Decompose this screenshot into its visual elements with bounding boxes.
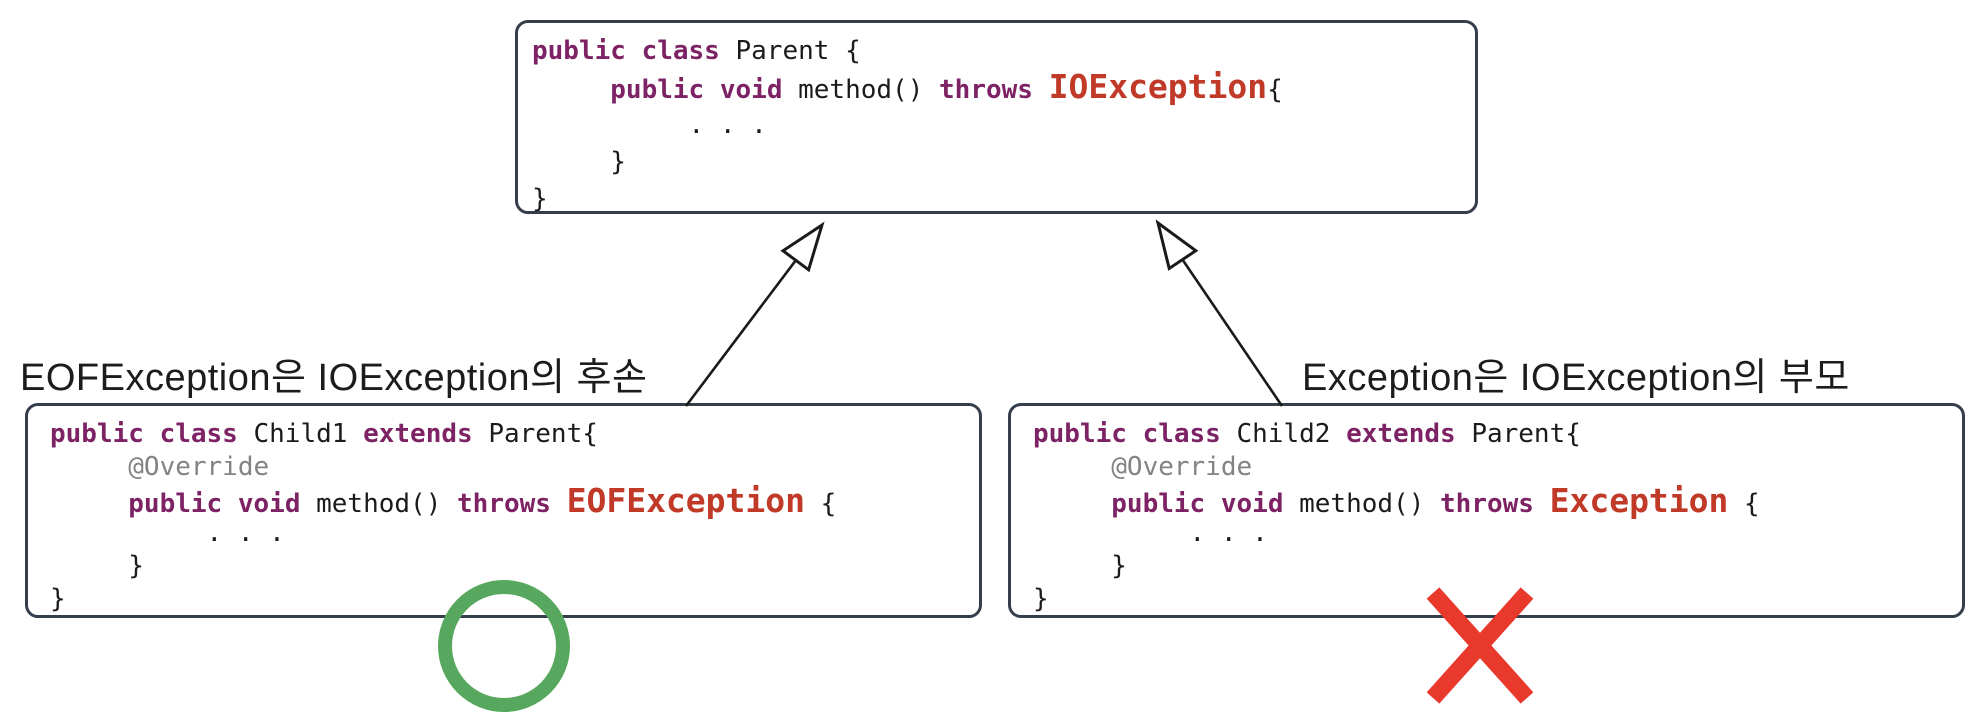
- left-annotation-label: EOFException은 IOException의 후손: [20, 357, 648, 399]
- parent-class-code-box: public class Parent { public void method…: [515, 20, 1478, 214]
- code-line: }: [50, 551, 144, 581]
- code-line: }: [532, 147, 626, 177]
- code-line: . . .: [532, 110, 767, 140]
- code-line: }: [532, 184, 548, 214]
- inheritance-arrow-child2: [1155, 219, 1284, 407]
- code-line: }: [50, 584, 66, 614]
- child1-class-code-box: public class Child1 extends Parent{ @Ove…: [25, 403, 982, 618]
- code-line: public class Parent {: [532, 36, 861, 66]
- code-line: public class Child1 extends Parent{: [50, 419, 598, 449]
- hollow-triangle-arrowhead: [780, 221, 825, 273]
- code-line: }: [1033, 584, 1049, 614]
- child2-class-code-box: public class Child2 extends Parent{ @Ove…: [1008, 403, 1965, 618]
- code-line: public void method() throws EOFException…: [128, 481, 837, 520]
- code-line: public void method() throws IOException{: [610, 67, 1283, 106]
- code-line: @Override: [50, 452, 270, 482]
- right-annotation-label: Exception은 IOException의 부모: [1302, 357, 1850, 399]
- code-line: }: [1033, 551, 1127, 581]
- code-line: @Override: [1033, 452, 1253, 482]
- inheritance-arrow-child1: [684, 221, 825, 407]
- hollow-triangle-arrowhead: [1155, 219, 1199, 271]
- code-line: . . .: [1033, 518, 1268, 548]
- code-line: public class Child2 extends Parent{: [1033, 419, 1581, 449]
- code-line: . . .: [50, 518, 285, 548]
- code-line: public void method() throws Exception {: [1111, 481, 1760, 520]
